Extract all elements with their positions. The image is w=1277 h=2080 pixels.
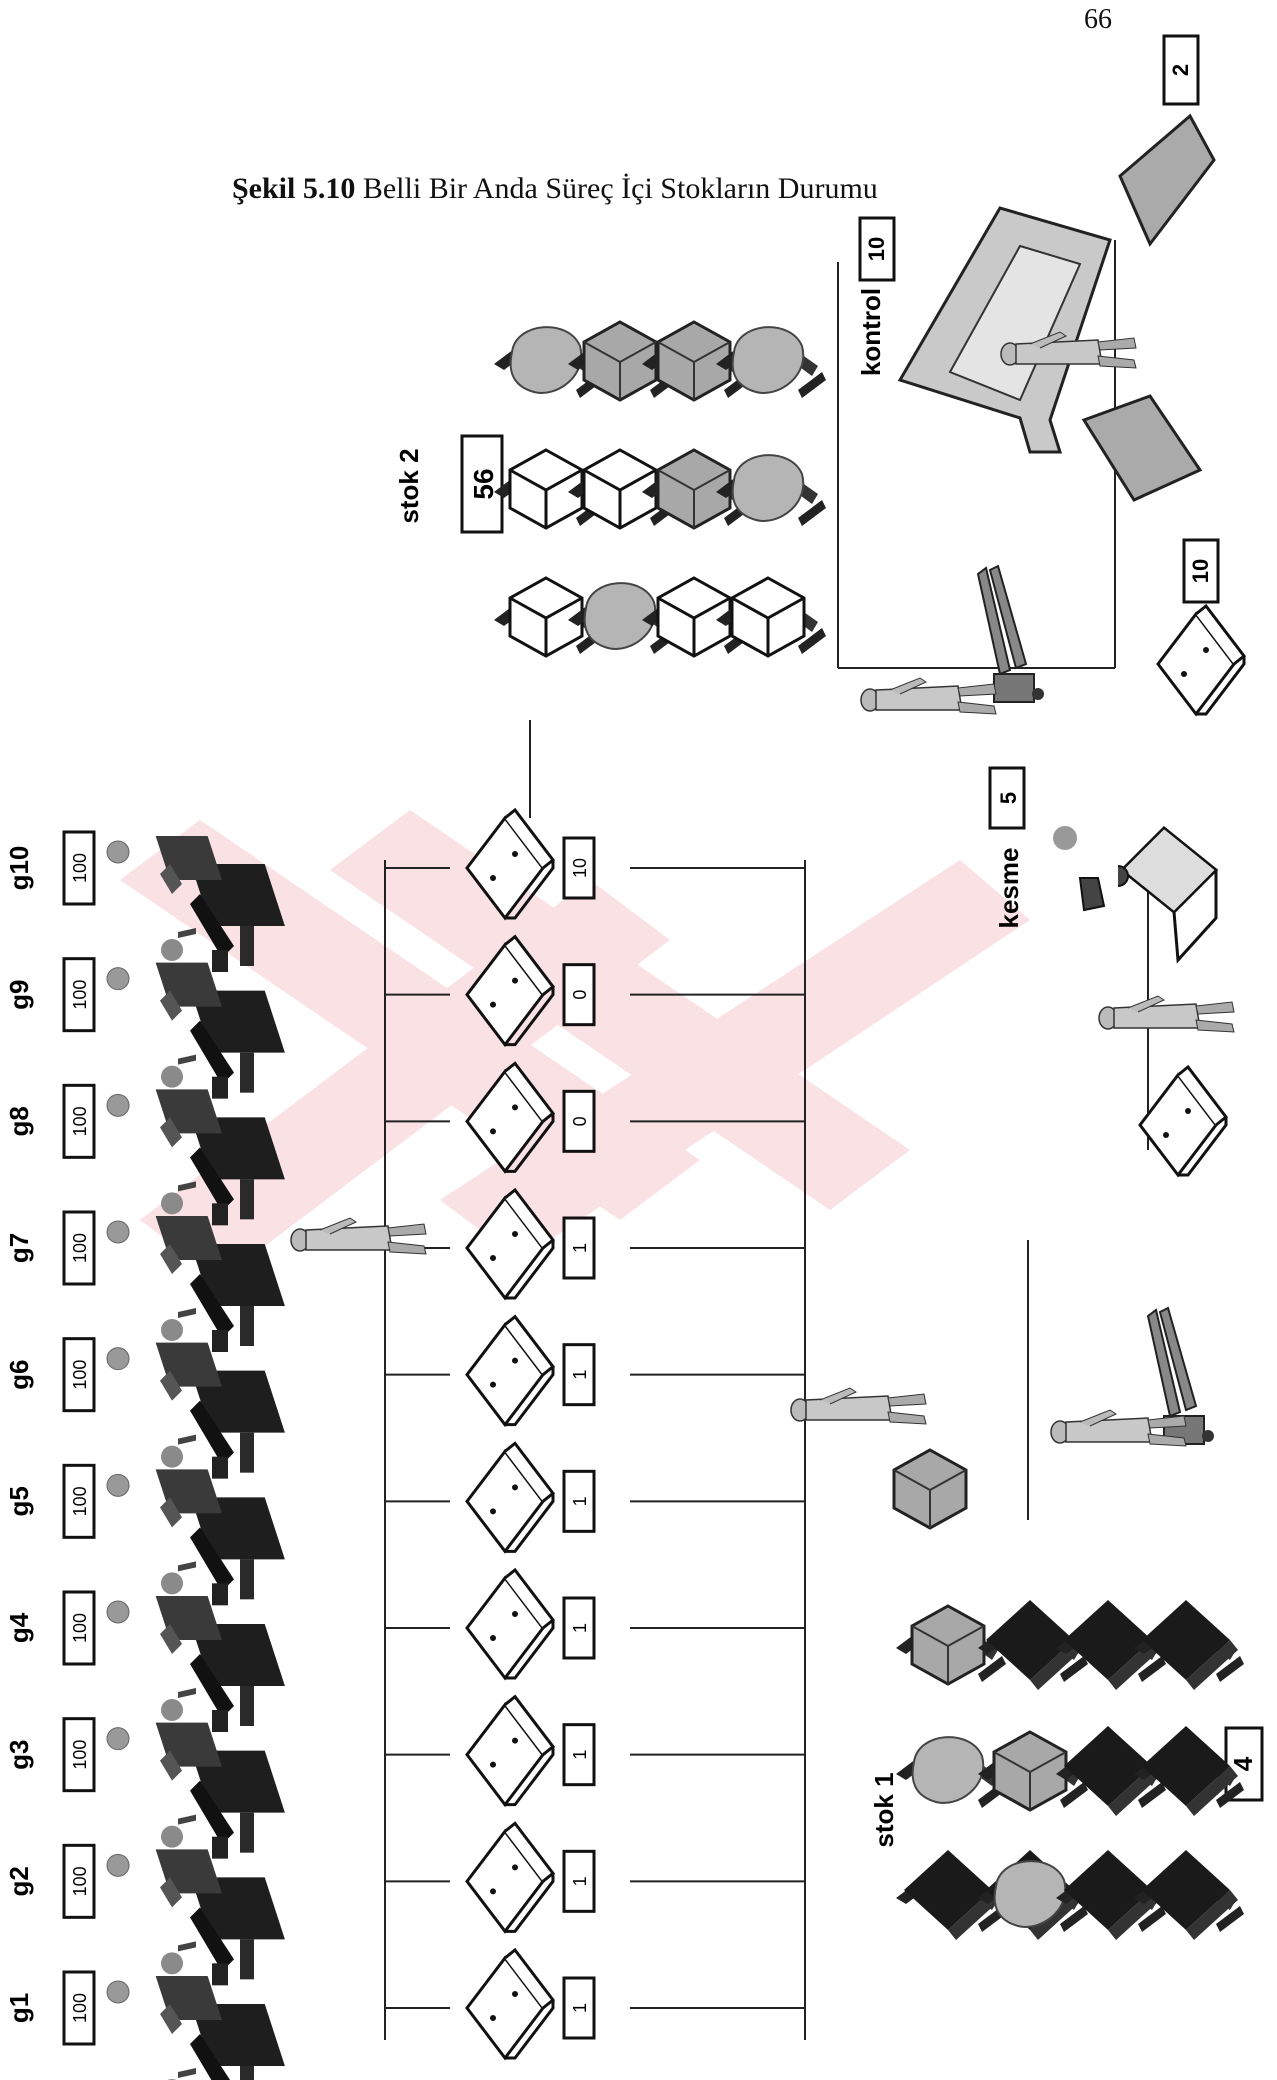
machine-status-light [107,1981,129,2003]
stok1-item [1134,1600,1244,1690]
machine-row-g2: g2 100 1 [4,1823,805,1985]
machine-row-g4: g4 100 1 [4,1570,805,1732]
pallet-icon [467,1443,553,1551]
machine-counter: 100 [70,1740,90,1770]
machine-status-light [107,1094,129,1116]
kesme-machine [1080,866,1128,910]
pallet-icon [467,1697,553,1805]
machine-counter: 100 [70,1486,90,1516]
queue-counter: 1 [570,1243,590,1253]
sewing-machine-icon [156,1723,285,1859]
stok1-label: stok 1 [869,1772,899,1847]
machine-counter: 100 [70,980,90,1010]
machine-status-light [107,1601,129,1623]
pallet-icon [467,1950,553,2058]
machine-counter: 100 [70,1106,90,1136]
machine-label: g7 [4,1233,34,1263]
kontrol-counter: 10 [864,237,889,261]
sewing-machine-icon [156,1343,285,1479]
stok1-counter: 4 [1228,1756,1258,1771]
machine-label: g4 [4,1612,34,1643]
stok2-label: stok 2 [394,448,424,523]
queue-counter: 1 [570,2003,590,2013]
kontrol-station: kontrol 10 10 2 [856,36,1244,714]
stok1-item [1134,1850,1244,1940]
kesme-status-light [1053,826,1077,850]
queue-counter: 0 [570,1116,590,1126]
queue-counter: 10 [570,858,590,878]
sewing-machine-icon [156,1469,285,1605]
machine-label: g3 [4,1739,34,1769]
worker-forklift-top [861,678,996,714]
pallet-icon [467,1570,553,1678]
machine-label: g6 [4,1359,34,1389]
machine-counter: 100 [70,1613,90,1643]
machine-status-light [107,1348,129,1370]
kontrol-rack-upper [1120,116,1214,244]
machine-status-light [107,841,129,863]
pallet-kesme-in [1140,1067,1226,1175]
forklift-top [978,566,1044,702]
kontrol-label: kontrol [856,288,886,376]
pallet-icon [467,1317,553,1425]
machine-label: g8 [4,1106,34,1136]
machine-status-light [107,968,129,990]
machine-status-light [107,1854,129,1876]
machine-counter: 100 [70,1360,90,1390]
machine-label: g5 [4,1486,34,1516]
sewing-machine-icon [156,1596,285,1732]
stok2-area: stok 2 56 [394,322,826,656]
worker-with-cart [791,1388,926,1424]
machine-row-g3: g3 100 1 [4,1697,805,1859]
machine-counter: 100 [70,853,90,883]
stok1-area: stok 1 4 [869,1600,1262,1940]
machine-status-light [107,1728,129,1750]
kontrol-rack-lower [1084,396,1200,500]
pallet-icon [467,1823,553,1931]
machine-row-g7: g7 100 1 [4,1190,805,1352]
machine-row-g5: g5 100 1 [4,1443,805,1605]
machine-label: g1 [4,1993,34,2023]
queue-counter: 1 [570,1750,590,1760]
machine-counter: 100 [70,1866,90,1896]
sewing-machine-icon [156,963,285,1099]
queue-counter: 1 [570,1496,590,1506]
stok2-counter: 56 [468,468,499,499]
machine-label: g10 [4,846,34,891]
queue-counter: 1 [570,1370,590,1380]
sewing-machine-icon [156,1976,285,2080]
worker-g7 [291,1218,426,1254]
machine-label: g9 [4,979,34,1009]
kontrol-in-counter: 10 [1188,559,1213,583]
kesme-station: kesme 5 [990,768,1216,960]
machine-status-light [107,1474,129,1496]
pallet-kontrol-in [1158,606,1244,714]
machine-counter: 100 [70,1233,90,1263]
machine-row-g6: g6 100 1 [4,1317,805,1479]
worker-kesme [1099,996,1234,1032]
machine-label: g2 [4,1866,34,1896]
kesme-counter: 5 [996,792,1021,804]
machine-row-g1: g1 100 1 [4,1950,805,2080]
machine-status-light [107,1221,129,1243]
sewing-machine-icon [156,1849,285,1985]
output-counter: 2 [1168,64,1193,76]
kesme-label: kesme [994,848,1024,929]
queue-counter: 1 [570,1623,590,1633]
machine-counter: 100 [70,1993,90,2023]
queue-counter: 1 [570,1876,590,1886]
queue-counter: 0 [570,990,590,1000]
cart-box [894,1450,966,1528]
